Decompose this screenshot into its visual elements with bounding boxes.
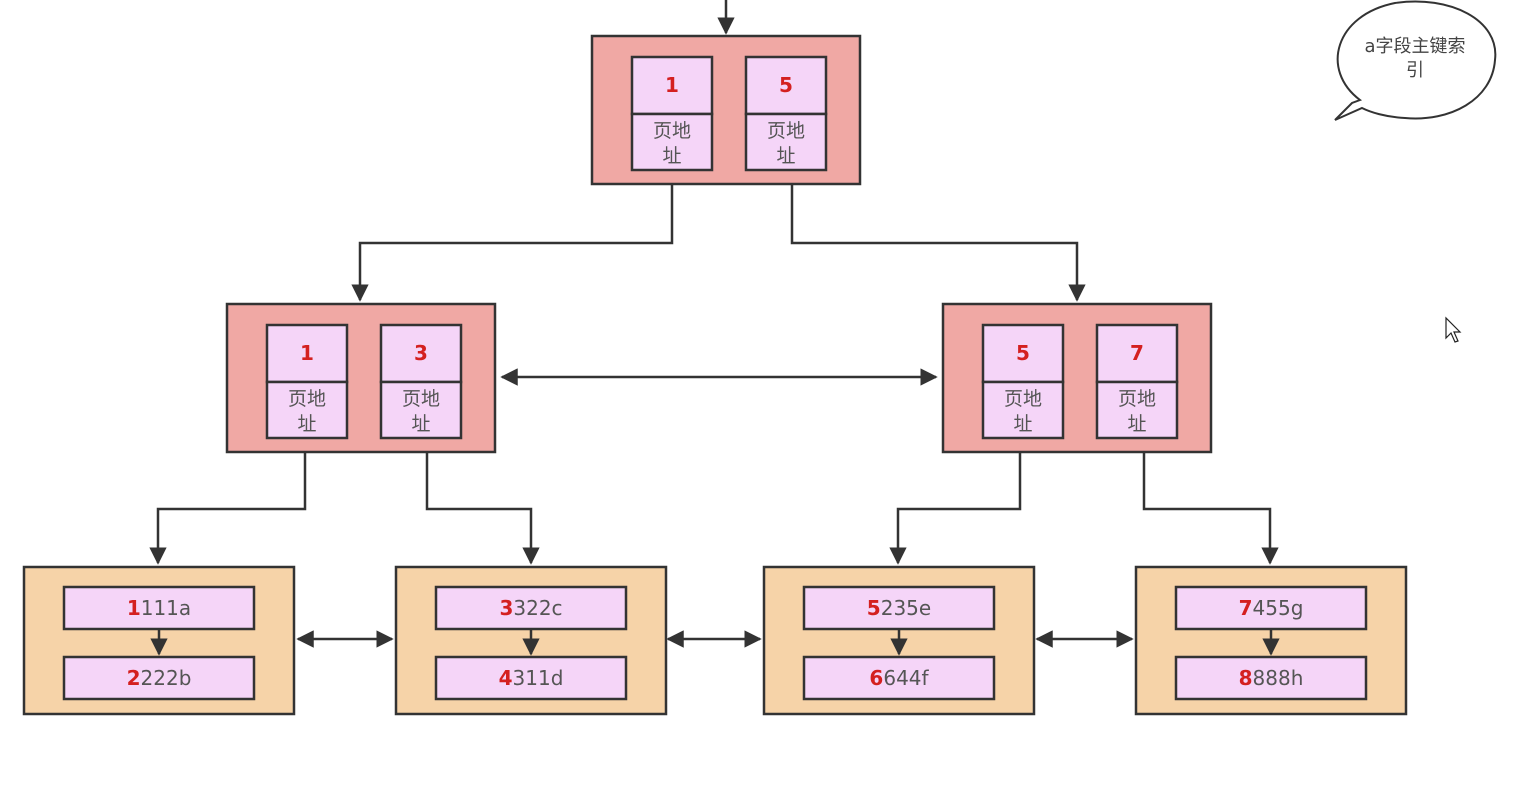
internal-node-left: 1 页地址 3 页地址 [225, 302, 497, 454]
leaf-node: 1111a 2222b [22, 565, 296, 716]
entry-page-address-label: 址 [297, 413, 316, 435]
entry-key: 5 [779, 73, 793, 97]
index-entry: 5 页地址 [744, 55, 828, 172]
index-entry: 5 页地址 [981, 323, 1065, 440]
svg-text:3322c: 3322c [499, 596, 562, 620]
internal-node-right: 5 页地址 7 页地址 [941, 302, 1213, 454]
entry-page-address-label: 页地 [1004, 388, 1042, 410]
entry-page-address-label: 页地 [767, 120, 805, 142]
index-entry: 1 页地址 [630, 55, 714, 172]
svg-text:1111a: 1111a [127, 596, 191, 620]
entry-key: 1 [300, 341, 314, 365]
internal-to-leaf-arrow [425, 452, 540, 565]
record-data: 455g [1253, 596, 1304, 620]
leaf-node: 7455g 8888h [1134, 565, 1408, 716]
record-data: 235e [881, 596, 931, 620]
index-entry: 3 页地址 [379, 323, 463, 440]
root-node: 1 页地址 5 页地址 [590, 34, 862, 186]
leaf-record: 8888h [1174, 655, 1368, 701]
entry-page-address-label: 址 [411, 413, 430, 435]
mouse-pointer-icon [1445, 316, 1462, 343]
record-data: 222b [141, 666, 192, 690]
record-key: 5 [867, 596, 881, 620]
svg-text:7455g: 7455g [1239, 596, 1304, 620]
callout-bubble: a字段主键索 引 [1334, 0, 1497, 121]
entry-page-address-label: 页地 [653, 120, 691, 142]
entry-page-address-label: 址 [776, 145, 795, 167]
root-to-internal-left-arrow [351, 184, 674, 302]
root-to-internal-right-arrow [790, 184, 1086, 302]
svg-text:8888h: 8888h [1239, 666, 1304, 690]
record-key: 3 [499, 596, 513, 620]
internal-to-leaf-arrow [1142, 452, 1279, 565]
leaf-record: 5235e [802, 585, 996, 631]
entry-page-address-label: 址 [1013, 413, 1032, 435]
leaf-record: 4311d [434, 655, 628, 701]
record-data: 322c [513, 596, 562, 620]
record-key: 8 [1239, 666, 1253, 690]
callout-text-line2: 引 [1406, 60, 1424, 81]
record-key: 4 [499, 666, 513, 690]
record-key: 7 [1239, 596, 1253, 620]
leaf-record: 7455g [1174, 585, 1368, 631]
entry-key: 7 [1130, 341, 1144, 365]
svg-text:2222b: 2222b [127, 666, 192, 690]
leaf-record: 6644f [802, 655, 996, 701]
leaf-node: 3322c 4311d [394, 565, 668, 716]
internal-to-leaf-arrow [149, 452, 307, 565]
record-key: 6 [869, 666, 883, 690]
svg-text:4311d: 4311d [499, 666, 564, 690]
leaf-record: 1111a [62, 585, 256, 631]
record-data: 311d [513, 666, 564, 690]
index-entry: 1 页地址 [265, 323, 349, 440]
entry-page-address-label: 页地 [288, 388, 326, 410]
index-entry: 7 页地址 [1095, 323, 1179, 440]
entry-page-address-label: 页地 [1118, 388, 1156, 410]
entry-page-address-label: 址 [662, 145, 681, 167]
entry-key: 1 [665, 73, 679, 97]
callout-text-line1: a字段主键索 [1364, 36, 1465, 57]
entry-key: 3 [414, 341, 428, 365]
record-data: 888h [1253, 666, 1304, 690]
record-data: 644f [883, 666, 929, 690]
record-key: 1 [127, 596, 141, 620]
record-data: 111a [141, 596, 191, 620]
leaf-record: 2222b [62, 655, 256, 701]
leaf-record: 3322c [434, 585, 628, 631]
internal-to-leaf-arrow [889, 452, 1022, 565]
entry-key: 5 [1016, 341, 1030, 365]
record-key: 2 [127, 666, 141, 690]
entry-page-address-label: 址 [1127, 413, 1146, 435]
leaf-node: 5235e 6644f [762, 565, 1036, 716]
entry-page-address-label: 页地 [402, 388, 440, 410]
svg-text:6644f: 6644f [869, 666, 929, 690]
svg-text:5235e: 5235e [867, 596, 931, 620]
